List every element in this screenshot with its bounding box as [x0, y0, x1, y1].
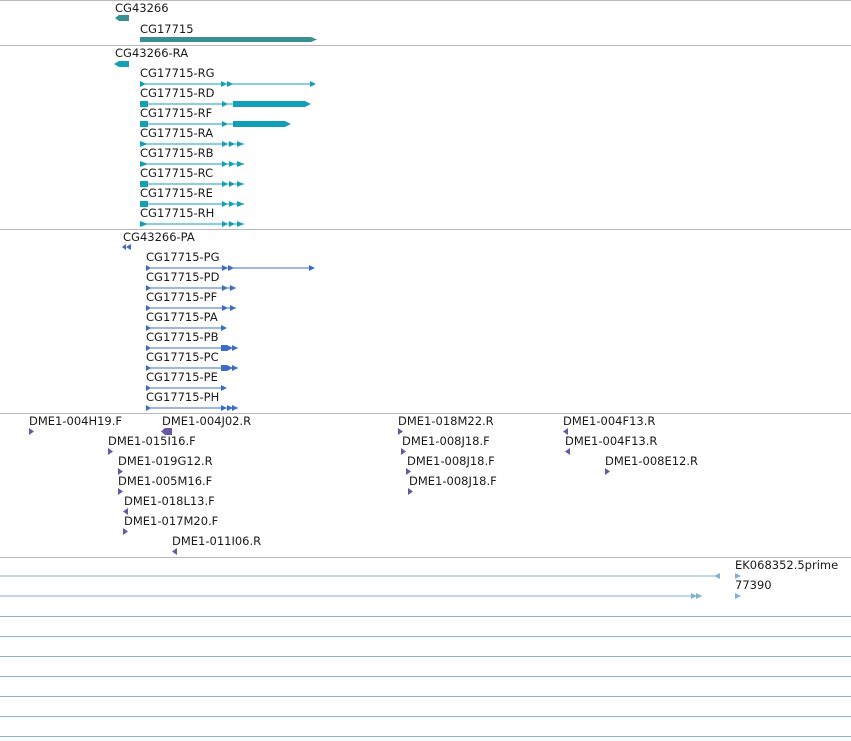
- clone-label[interactable]: DME1-008J18.F: [402, 434, 490, 448]
- track-row-line: [0, 676, 851, 677]
- gene-label[interactable]: CG43266: [115, 1, 169, 15]
- clone-label[interactable]: DME1-018M22.R: [398, 414, 494, 428]
- transcript-CG17715-RE[interactable]: [140, 201, 244, 207]
- clone-label[interactable]: DME1-019G12.R: [118, 454, 213, 468]
- protein-CG17715-PD[interactable]: [146, 285, 236, 291]
- protein-label[interactable]: CG17715-PA: [146, 310, 218, 324]
- transcript-CG17715-RG[interactable]: [140, 81, 316, 87]
- transcript-label[interactable]: CG43266-RA: [115, 46, 189, 60]
- protein-label[interactable]: CG17715-PD: [146, 270, 220, 284]
- transcript-label[interactable]: CG17715-RB: [140, 146, 214, 160]
- est-label[interactable]: EK068352.5prime: [735, 558, 839, 572]
- track-separator: [0, 413, 851, 414]
- gene-CG17715[interactable]: [140, 37, 317, 42]
- protein-label[interactable]: CG17715-PH: [146, 390, 220, 404]
- track-separator: [0, 229, 851, 230]
- transcript-CG43266-RA[interactable]: [114, 61, 129, 67]
- transcript-CG17715-RF[interactable]: [140, 121, 291, 127]
- protein-label[interactable]: CG17715-PB: [146, 330, 219, 344]
- est-label[interactable]: 77390: [735, 578, 772, 592]
- transcript-CG17715-RA[interactable]: [140, 141, 244, 147]
- track-row-line: [0, 696, 851, 697]
- clone-label[interactable]: DME1-017M20.F: [124, 514, 219, 528]
- track-separator: [0, 0, 851, 1]
- protein-label[interactable]: CG43266-PA: [123, 230, 195, 244]
- clone-label[interactable]: DME1-008J18.F: [407, 454, 495, 468]
- transcript-label[interactable]: CG17715-RD: [140, 86, 215, 100]
- gene-CG43266[interactable]: [115, 15, 129, 21]
- transcript-label[interactable]: CG17715-RG: [140, 66, 215, 80]
- clone-glyphs[interactable]: [29, 428, 610, 555]
- protein-CG17715-PC[interactable]: [146, 365, 238, 371]
- clone-label[interactable]: DME1-005M16.F: [118, 474, 213, 488]
- track-row-line: [0, 616, 851, 617]
- transcript-CG17715-RD[interactable]: [140, 101, 311, 107]
- clone-label[interactable]: DME1-011I06.R: [172, 534, 262, 548]
- clone-label[interactable]: DME1-008J18.F: [409, 474, 497, 488]
- clone-label[interactable]: DME1-018L13.F: [124, 494, 215, 508]
- transcript-label[interactable]: CG17715-RF: [140, 106, 213, 120]
- transcript-label[interactable]: CG17715-RA: [140, 126, 214, 140]
- protein-CG17715-PG[interactable]: [146, 265, 315, 271]
- track-row-line: [0, 656, 851, 657]
- protein-CG17715-PB[interactable]: [146, 345, 238, 351]
- protein-CG43266-PA[interactable]: [122, 244, 131, 250]
- protein-label[interactable]: CG17715-PC: [146, 350, 219, 364]
- clone-label[interactable]: DME1-008E12.R: [605, 454, 699, 468]
- protein-CG17715-PF[interactable]: [146, 305, 236, 311]
- protein-label[interactable]: CG17715-PF: [146, 290, 218, 304]
- clone-label[interactable]: DME1-004H19.F: [29, 414, 123, 428]
- clone-label[interactable]: DME1-004F13.R: [563, 414, 656, 428]
- est-EK068352-5prime[interactable]: [0, 573, 741, 579]
- track-row-line: [0, 736, 851, 737]
- protein-CG17715-PE[interactable]: [146, 385, 227, 391]
- transcript-label[interactable]: CG17715-RE: [140, 186, 213, 200]
- protein-CG17715-PH[interactable]: [146, 405, 238, 411]
- protein-label[interactable]: CG17715-PE: [146, 370, 218, 384]
- clone-label[interactable]: DME1-004F13.R: [565, 434, 658, 448]
- track-row-line: [0, 716, 851, 717]
- clone-label[interactable]: DME1-015I16.F: [108, 434, 196, 448]
- transcript-label[interactable]: CG17715-RC: [140, 166, 214, 180]
- track-separator: [0, 45, 851, 46]
- transcript-label[interactable]: CG17715-RH: [140, 206, 215, 220]
- gene-label[interactable]: CG17715: [140, 22, 194, 36]
- protein-label[interactable]: CG17715-PG: [146, 250, 220, 264]
- transcript-CG17715-RH[interactable]: [140, 221, 244, 227]
- est-77390[interactable]: [0, 593, 741, 599]
- protein-CG17715-PA[interactable]: [146, 325, 227, 331]
- transcript-CG17715-RB[interactable]: [140, 161, 244, 167]
- clone-label[interactable]: DME1-004J02.R: [162, 414, 252, 428]
- track-separator: [0, 557, 851, 558]
- transcript-CG17715-RC[interactable]: [140, 181, 244, 187]
- track-row-line: [0, 636, 851, 637]
